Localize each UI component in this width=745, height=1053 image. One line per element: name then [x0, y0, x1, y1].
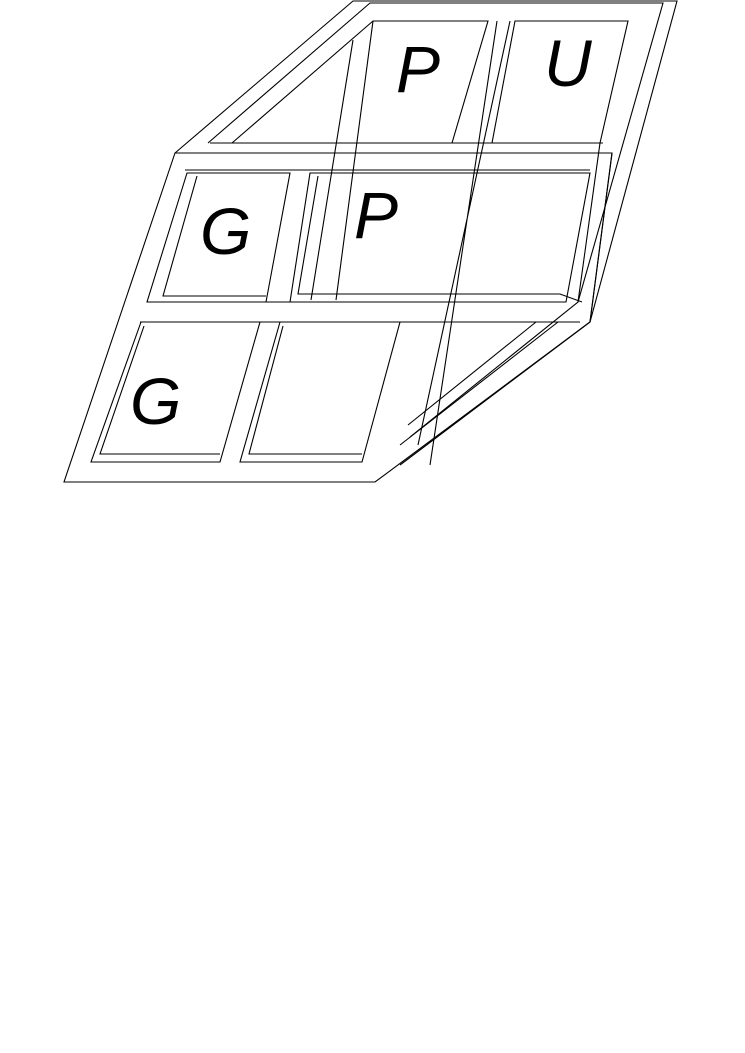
front-face-frame	[63, 142, 613, 483]
front-window-bottom-right-bevel	[248, 325, 362, 455]
front-window-top-left-bevel	[162, 175, 266, 297]
back-lower-window	[399, 321, 559, 446]
front-cell-bottom-left-letter: G	[130, 364, 181, 438]
front-window-top-right	[289, 172, 591, 303]
front-cell-top-left-letter: G	[200, 194, 251, 268]
back-face-inner-edge	[207, 2, 664, 438]
front-window-top-right-bevel	[297, 175, 583, 303]
back-crossbar	[210, 142, 603, 154]
front-middle-strip	[140, 301, 580, 323]
back-window-top-right	[491, 20, 629, 144]
back-vertical-bar-mid	[417, 20, 511, 466]
back-cell-top-left-letter: P	[396, 32, 440, 106]
front-top-strip	[175, 152, 612, 171]
front-right-depth-edge	[577, 142, 613, 323]
back-window-top-left	[231, 20, 489, 144]
front-window-bottom-left	[90, 321, 261, 463]
front-cell-top-right-letter: P	[354, 178, 398, 252]
back-cell-top-right-letter: U	[544, 26, 592, 100]
back-vertical-bar-left	[310, 20, 374, 301]
front-window-bottom-right	[239, 321, 401, 463]
front-window-bottom-left-bevel	[99, 325, 220, 455]
